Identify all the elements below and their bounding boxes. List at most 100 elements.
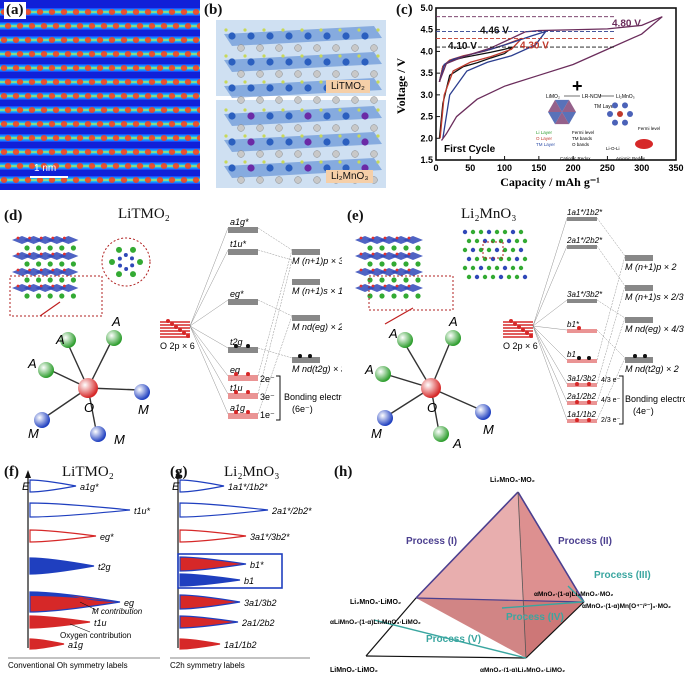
inset-limo2: LiMO₂ — [546, 94, 560, 100]
mo-level-label: 1a1*/1b2* — [567, 208, 603, 217]
energy-label: E — [22, 481, 30, 493]
li-atom — [332, 44, 340, 52]
tm-atom — [247, 112, 255, 120]
atom-column — [28, 23, 36, 29]
tm-atom — [361, 32, 369, 40]
li-ion — [367, 261, 373, 267]
grid-atom — [470, 265, 476, 271]
o-atom — [300, 54, 304, 58]
oxygen — [407, 252, 411, 256]
oxygen — [39, 252, 43, 256]
label-446: 4.46 V — [480, 25, 509, 36]
atom-column — [4, 23, 12, 29]
scale-bar-label: 1 nm — [34, 163, 57, 174]
panel-f-label: (f) — [4, 464, 19, 480]
panel-f-title: LiTMO₂ — [62, 464, 114, 480]
li-atom — [351, 44, 359, 52]
li-ion — [59, 245, 65, 251]
li-atom — [256, 96, 264, 104]
grid-atom — [470, 247, 476, 253]
oxygen-center — [421, 378, 441, 398]
atom-column — [28, 79, 36, 85]
atom-column — [40, 163, 48, 169]
label-a2: A — [448, 314, 458, 329]
atom-column — [48, 149, 56, 155]
grid-atom — [510, 265, 516, 271]
metal-level-label: M (n+1)p × 2 — [625, 262, 677, 272]
m-site-1 — [34, 412, 50, 428]
o2p-electron — [525, 331, 529, 335]
tm-atom — [247, 32, 255, 40]
x-tick-label: 200 — [566, 163, 581, 173]
atom-column — [180, 121, 188, 127]
band-label: a1g* — [80, 482, 99, 492]
li-atom — [237, 96, 245, 104]
li-ion — [47, 245, 53, 251]
atom-column — [28, 163, 36, 169]
tm-atom — [285, 138, 293, 146]
pointer — [79, 601, 97, 611]
atom-column — [124, 135, 132, 141]
o-atom — [357, 54, 361, 58]
electron — [298, 354, 302, 358]
li-atom — [294, 96, 302, 104]
atom-column — [180, 177, 188, 183]
band-shape — [179, 529, 247, 543]
a-site-4 — [433, 426, 449, 442]
correlation-line — [532, 217, 568, 327]
tm-atom — [304, 112, 312, 120]
tm-atom — [342, 32, 350, 40]
o-atom — [224, 160, 228, 164]
atom-column — [0, 93, 8, 99]
li-ion — [47, 261, 53, 267]
grid-atom — [490, 274, 496, 280]
process-tetrahedron: Li₂MnO₃·MO₂Li₂MnO₃·LiMO₂αMnO₂·(1-α)Mn[O⁴… — [330, 477, 671, 674]
pointer — [69, 623, 91, 633]
correlation-line — [596, 329, 626, 359]
o2p-electron — [509, 319, 513, 323]
li-atom — [275, 70, 283, 78]
oxygen — [359, 268, 363, 272]
atom-column — [156, 177, 164, 183]
li-atom — [294, 44, 302, 52]
grid-atom — [494, 229, 500, 235]
tm-atom — [266, 58, 274, 66]
oxygen — [383, 252, 387, 256]
o-atom — [281, 108, 285, 112]
atom-column — [132, 177, 140, 183]
atom-column — [84, 9, 92, 15]
scale-bar — [30, 176, 68, 178]
lattice-row — [0, 78, 200, 86]
atom-column — [24, 9, 32, 15]
atom-column — [36, 9, 44, 15]
li-atom — [351, 124, 359, 132]
inset-hex-b — [612, 119, 618, 126]
atom-column — [52, 163, 60, 169]
li-atom — [313, 44, 321, 52]
atom-column — [108, 65, 116, 71]
a-site-3 — [375, 366, 391, 382]
li-ion — [70, 261, 76, 267]
edge — [517, 491, 585, 603]
li-atom — [275, 176, 283, 184]
li-ion — [415, 245, 421, 251]
li-atom — [237, 176, 245, 184]
atom-column — [108, 149, 116, 155]
grid-atom — [514, 238, 520, 244]
atom-column — [180, 93, 188, 99]
x-tick-label: 250 — [600, 163, 615, 173]
bracket — [619, 375, 624, 425]
grid-atom — [482, 274, 488, 280]
correlation-line — [596, 299, 626, 319]
voltage-curve — [438, 16, 663, 141]
grid-atom — [522, 238, 528, 244]
atom-column — [64, 23, 72, 29]
panel-d-label: (d) — [4, 208, 23, 224]
grid-atom — [474, 256, 480, 262]
vertex-label: αMnO₂·(1-α)Li₂MnO₃·MO₂ — [534, 591, 613, 598]
li-ion — [415, 277, 421, 283]
oxygen — [407, 236, 411, 240]
y-tick-label: 3.5 — [420, 68, 433, 78]
band-label: 1a1/1b2 — [224, 640, 257, 650]
atom-column — [60, 177, 68, 183]
